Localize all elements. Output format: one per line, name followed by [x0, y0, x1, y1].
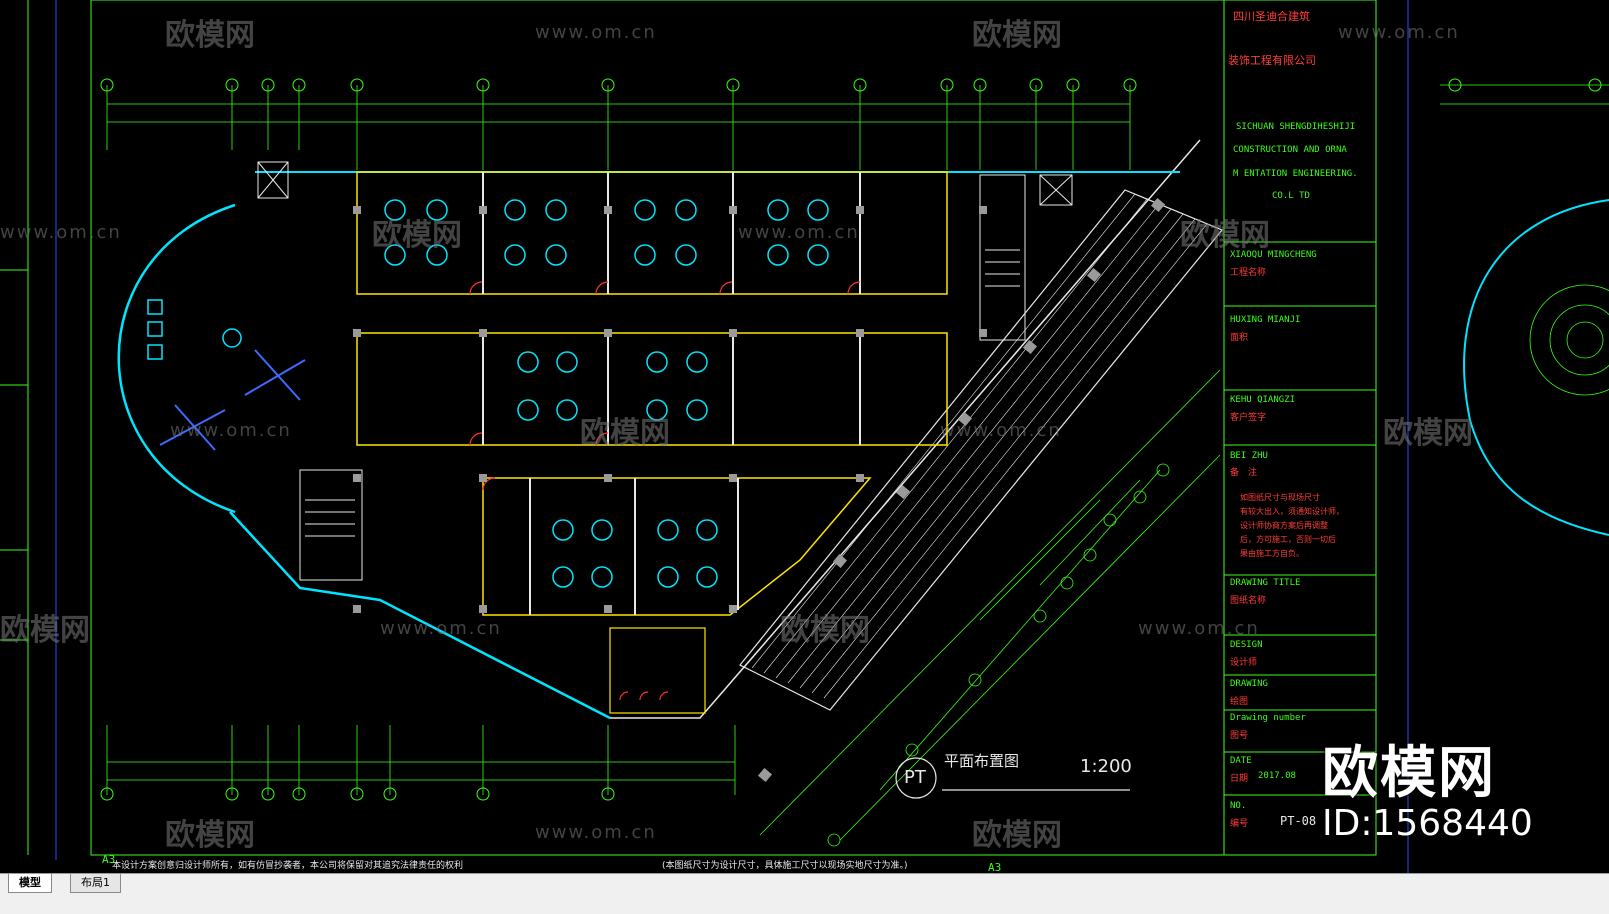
drawing-title-value: 图纸名称: [1230, 596, 1267, 606]
tab-layout1[interactable]: 布局1: [70, 874, 121, 893]
no-label: NO.: [1230, 801, 1247, 811]
site-badge: 欧模网 ID:1568440: [1322, 728, 1533, 844]
design-value: 设计师: [1230, 658, 1258, 668]
date-label: DATE: [1230, 756, 1252, 766]
remarks-line-1: 如图纸尺寸与现场尺寸: [1240, 493, 1320, 502]
dimension-note: (本图纸尺寸为设计尺寸，具体施工尺寸以现场实地尺寸为准。): [662, 861, 908, 871]
plan-title-tag: [895, 757, 1130, 799]
sheet-frame: [55, 0, 1409, 893]
stair-cores: [257, 161, 1073, 581]
date-cn: 日期: [1230, 774, 1249, 784]
watermark-brand: 欧模网: [372, 218, 462, 253]
drawing-label: DRAWING: [1230, 679, 1268, 689]
drawing-number-label: Drawing number: [1230, 713, 1306, 723]
axis-bubbles-bottom: [100, 787, 615, 801]
title-block-lines: [1224, 241, 1376, 796]
diagonal-dimension-lines: [759, 369, 1221, 847]
client-label: KEHU QIANGZI: [1230, 395, 1296, 405]
dimension-lines-bottom: [106, 725, 736, 795]
watermark-url: www.om.cn: [1138, 618, 1260, 639]
client-value: 客户签字: [1230, 413, 1267, 423]
drawing-title-label: DRAWING TITLE: [1230, 578, 1301, 588]
sheet-size-label-center: A3: [988, 861, 1002, 874]
tab-model[interactable]: 模型: [8, 874, 52, 893]
drawing-number-value: 图号: [1230, 731, 1249, 741]
watermark-brand: 欧模网: [1180, 218, 1270, 253]
remarks-line-4: 后，方可施工，否则一切后: [1240, 535, 1336, 544]
plan-scale: 1:200: [1080, 756, 1132, 777]
sheet-size-label: A3: [102, 853, 116, 866]
watermark-brand: 欧模网: [972, 818, 1062, 853]
watermark-brand: 欧模网: [165, 818, 255, 853]
rooms-middle-row: [356, 332, 948, 446]
company-name-en-1: SICHUAN SHENGDIHESHIJI: [1236, 122, 1356, 132]
right-partial-sheet: [1440, 78, 1609, 536]
remarks-line-2: 有较大出入，须通知设计师，: [1240, 507, 1344, 516]
axis-bubbles-top: [100, 78, 1137, 92]
watermark-brand: 欧模网: [780, 613, 870, 648]
plan-tag: PT: [904, 767, 926, 788]
remarks-line-5: 果由施工方自负。: [1240, 549, 1304, 558]
layout-tab-bar: 模型 布局1: [0, 873, 1609, 914]
watermark-brand: 欧模网: [1383, 416, 1473, 451]
hatched-corridor: [739, 189, 1223, 711]
date-value: 2017.08: [1258, 771, 1296, 781]
remarks-cn: 备 注: [1230, 468, 1258, 478]
company-name-cn-line2: 装饰工程有限公司: [1228, 54, 1316, 67]
watermark-url: www.om.cn: [380, 618, 502, 639]
project-value: 工程名称: [1230, 268, 1267, 278]
left-partial-sheet: [0, 0, 29, 855]
no-cn: 编号: [1230, 819, 1249, 829]
remarks-label: BEI ZHU: [1230, 451, 1268, 461]
company-name-en-4: CO.L TD: [1272, 191, 1310, 201]
cad-drawing-canvas[interactable]: [0, 0, 1609, 893]
watermark-brand: 欧模网: [580, 416, 670, 451]
drawing-value: 绘图: [1230, 697, 1249, 707]
company-name-en-2: CONSTRUCTION AND ORNA: [1233, 145, 1347, 155]
watermark-url: www.om.cn: [170, 420, 292, 441]
sheet-number: PT-08: [1280, 814, 1317, 828]
watermark-url: www.om.cn: [535, 22, 657, 43]
lounge-seating: [159, 349, 306, 451]
company-name-cn-line1: 四川圣迪合建筑: [1233, 10, 1310, 23]
rooms-lower-row: [482, 477, 872, 714]
watermark-brand: 欧模网: [0, 613, 90, 648]
watermark-url: www.om.cn: [940, 420, 1062, 441]
company-name-en-3: M ENTATION ENGINEERING.: [1233, 169, 1358, 179]
project-label: XIAOQU MINGCHENG: [1230, 250, 1317, 260]
watermark-url: www.om.cn: [1338, 22, 1460, 43]
design-label: DESIGN: [1230, 640, 1263, 650]
watermark-brand: 欧模网: [972, 18, 1062, 53]
rooms-top-row: [356, 171, 948, 295]
site-logo: 欧模网: [1322, 741, 1496, 806]
watermark-url: www.om.cn: [535, 822, 657, 843]
model-id: ID:1568440: [1322, 803, 1533, 844]
dining-tables: [147, 199, 829, 588]
copyright-note: 本设计方案创意归设计师所有，如有仿冒抄袭者，本公司将保留对其追究法律责任的权利: [112, 861, 464, 871]
watermark-url: www.om.cn: [0, 222, 122, 243]
area-value: 面积: [1230, 333, 1249, 343]
remarks-line-3: 设计师协商方案后再调整: [1240, 521, 1328, 530]
watermark-url: www.om.cn: [738, 222, 860, 243]
dimension-lines-top: [106, 85, 1131, 170]
columns: [353, 197, 1166, 783]
plan-title: 平面布置图: [944, 752, 1020, 770]
area-label: HUXING MIANJI: [1230, 315, 1301, 325]
watermark-brand: 欧模网: [165, 18, 255, 53]
